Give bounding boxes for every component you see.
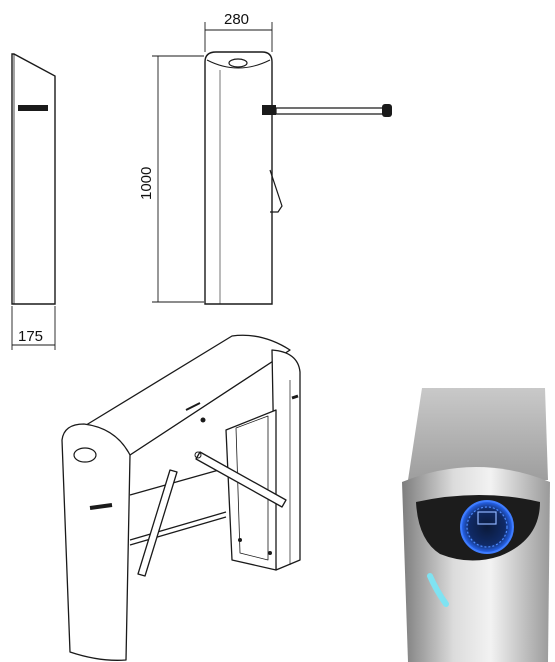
iso-arm-diagonal: [137, 469, 178, 577]
height-dimension-label: 1000: [138, 167, 155, 200]
iso-arm-horizontal: [195, 451, 287, 508]
width-dimension-label: 280: [224, 11, 249, 28]
iso-rail-lower: [129, 511, 227, 541]
photo-top-surface: [408, 388, 548, 480]
side-view: [11, 53, 56, 350]
photo-led-strip: [427, 573, 449, 607]
front-view: [152, 22, 392, 305]
iso-rear-post: [271, 349, 301, 571]
iso-front-post: [61, 423, 131, 661]
front-view-body: [204, 51, 273, 305]
side-view-outline: [11, 53, 56, 305]
side-view-slot: [18, 105, 48, 111]
card-reader-icon: [460, 500, 514, 554]
isometric-view: [61, 334, 301, 661]
front-view-lower-arm: [269, 169, 283, 213]
iso-front-reader: [73, 447, 97, 463]
iso-arm-hub: [194, 451, 202, 459]
depth-dimension-label: 175: [18, 328, 43, 345]
front-view-reader: [228, 58, 248, 68]
front-view-arm-hub: [262, 105, 276, 115]
product-photo: [402, 388, 550, 662]
iso-rail-upper: [129, 467, 227, 496]
front-view-arm: [275, 107, 385, 115]
